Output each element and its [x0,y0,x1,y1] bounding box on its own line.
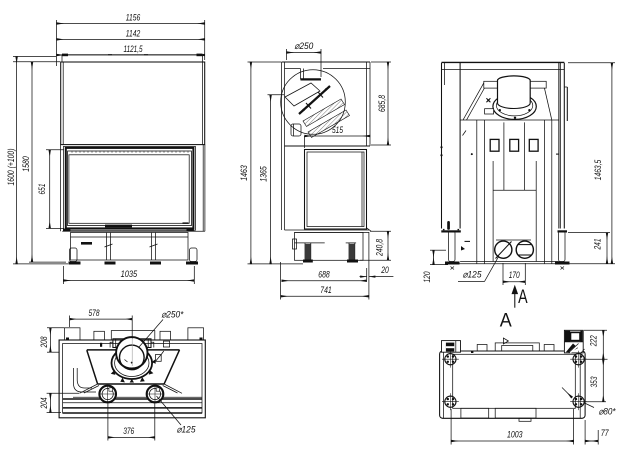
svg-text:1580: 1580 [21,156,31,172]
svg-text:1600 (+100): 1600 (+100) [6,149,16,186]
svg-text:741: 741 [320,285,332,295]
svg-text:515: 515 [332,125,344,135]
svg-text:651: 651 [37,184,47,195]
svg-text:77: 77 [601,428,610,438]
svg-text:1003: 1003 [507,430,523,440]
svg-text:1463,5: 1463,5 [593,159,603,180]
svg-text:1463: 1463 [239,165,249,181]
svg-text:⌀125: ⌀125 [463,270,483,280]
svg-text:⌀250*: ⌀250* [161,310,183,320]
svg-text:222: 222 [588,335,598,347]
svg-text:120: 120 [422,271,432,283]
svg-text:688: 688 [318,269,330,279]
svg-text:685,8: 685,8 [377,94,387,112]
svg-text:241: 241 [593,239,603,251]
svg-text:208: 208 [39,336,49,348]
svg-text:⌀80*: ⌀80* [599,407,616,417]
svg-text:1365: 1365 [258,166,268,182]
svg-text:1035: 1035 [121,269,138,279]
svg-text:20: 20 [381,265,390,275]
svg-text:A: A [500,310,512,331]
svg-text:1156: 1156 [126,13,141,23]
svg-text:353: 353 [589,376,599,388]
svg-text:204: 204 [39,398,49,410]
svg-text:⌀125: ⌀125 [177,424,197,434]
svg-text:A: A [518,287,528,308]
svg-text:170: 170 [509,270,521,280]
svg-text:1142: 1142 [126,28,141,38]
svg-text:⌀250: ⌀250 [294,41,314,51]
svg-text:1121,5: 1121,5 [124,44,144,54]
svg-text:240,8: 240,8 [375,238,385,256]
svg-text:578: 578 [89,308,101,318]
svg-text:376: 376 [123,426,135,436]
